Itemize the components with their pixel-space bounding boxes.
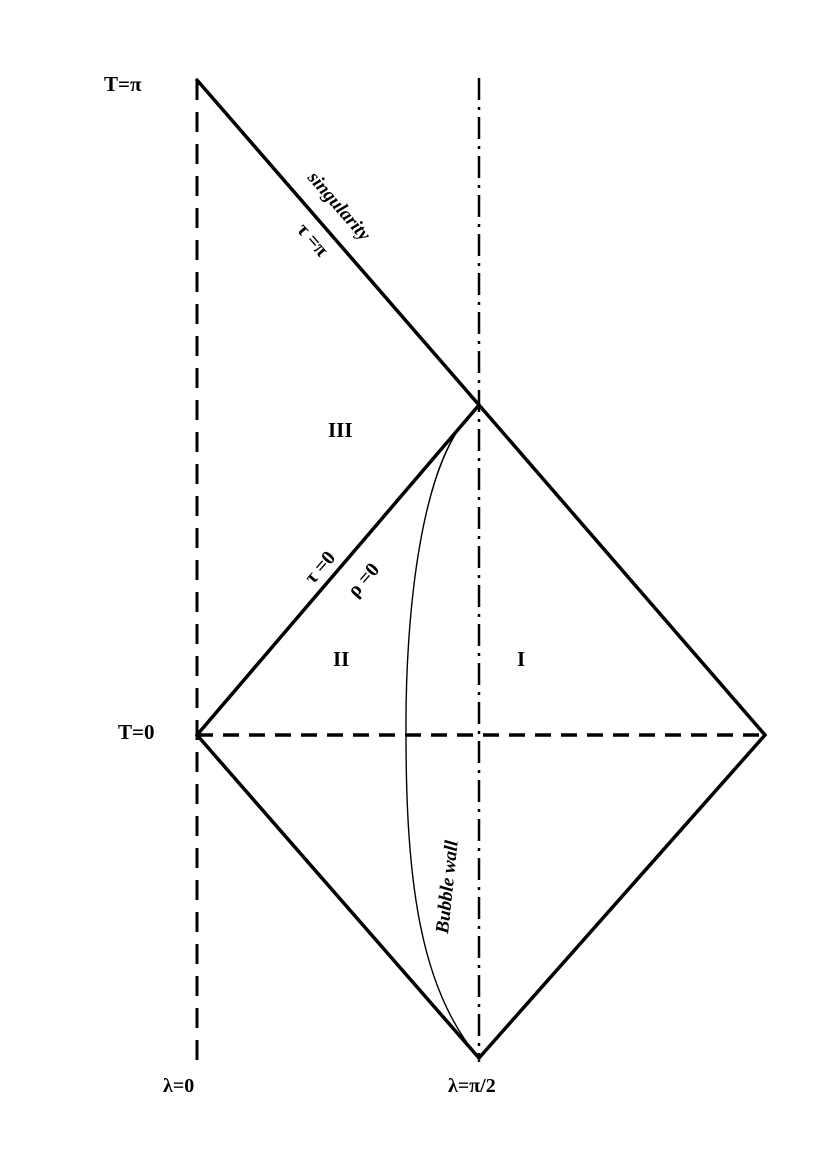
lambda-zero-label: λ=0 [163, 1075, 194, 1097]
bubble-wall-label: Bubble wall [432, 839, 463, 936]
diamond-boundary [194, 402, 768, 1061]
region-one-label: I [517, 647, 525, 671]
region-three-label: III [328, 418, 353, 442]
tau-zero-label: τ =0 [300, 547, 340, 588]
t-zero-label: T=0 [118, 720, 154, 744]
t-pi-label: T=π [104, 72, 142, 96]
rho-zero-label: ρ =0 [343, 559, 384, 601]
lambda-half-pi-label: λ=π/2 [448, 1075, 496, 1097]
bubble-wall-curve [405, 406, 480, 1059]
singularity-line [195, 78, 481, 407]
tau-pi-label: τ =π [292, 219, 333, 261]
region-two-label: II [333, 647, 349, 671]
